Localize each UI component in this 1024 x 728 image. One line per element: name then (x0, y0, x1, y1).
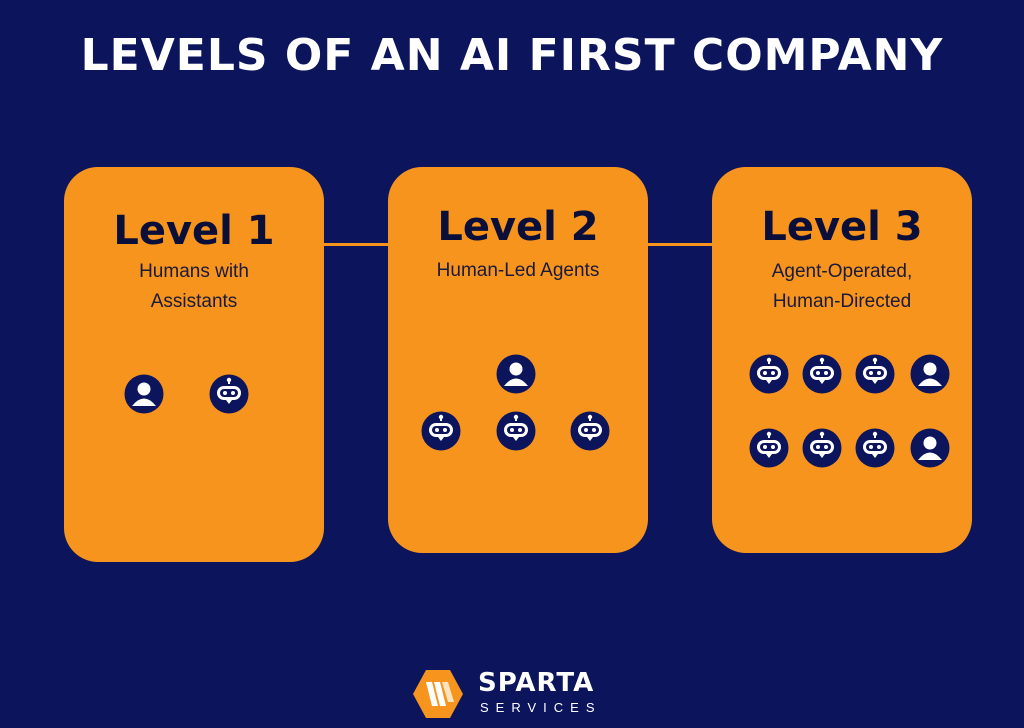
sparta-logo-icon (412, 668, 464, 720)
level-2-description: Human-Led Agents (436, 260, 600, 281)
robot-icon (802, 354, 842, 394)
robot-icon (749, 428, 789, 468)
robot-icon (855, 354, 895, 394)
robot-icon (209, 374, 249, 414)
person-icon (496, 354, 536, 394)
robot-icon (749, 354, 789, 394)
level-3-card: Level 3 Agent-Operated, Human-Directed (712, 167, 972, 553)
brand-subtitle: SERVICES (480, 700, 602, 715)
robot-icon (421, 411, 461, 451)
connector-2-3 (646, 243, 714, 246)
robot-icon (496, 411, 536, 451)
level-3-title: Level 3 (761, 204, 923, 250)
level-3-description: Agent-Operated, Human-Directed (771, 261, 913, 312)
level-1-card: Level 1 Humans with Assistants (64, 167, 324, 562)
level-1-title: Level 1 (113, 208, 275, 254)
robot-icon (855, 428, 895, 468)
person-icon (124, 374, 164, 414)
robot-icon (802, 428, 842, 468)
level-1-description: Humans with Assistants (139, 261, 249, 312)
brand-name: SPARTA (478, 668, 595, 698)
person-icon (910, 354, 950, 394)
connector-1-2 (322, 243, 390, 246)
page-title: LEVELS OF AN AI FIRST COMPANY (80, 30, 944, 81)
person-icon (910, 428, 950, 468)
robot-icon (570, 411, 610, 451)
level-2-card: Level 2 Human-Led Agents (388, 167, 648, 553)
level-2-title: Level 2 (437, 204, 599, 250)
